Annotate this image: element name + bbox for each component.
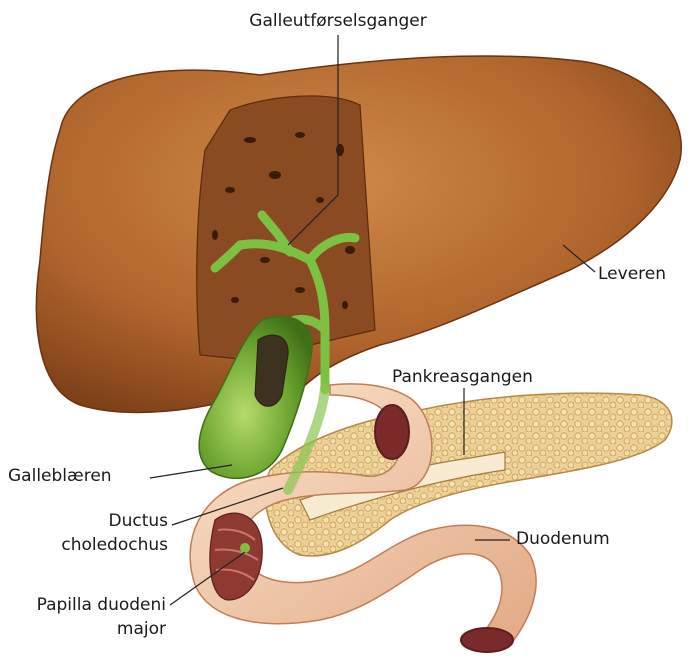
label-bile-ducts: Galleutførselsganger [228,10,448,32]
label-papilla-2: major [0,618,166,640]
label-duodenum: Duodenum [516,528,610,550]
papilla-dot [240,543,250,553]
label-gallbladder: Galleblæren [8,465,112,487]
label-choledochus: choledochus [40,534,168,556]
label-pancreatic-duct: Pankreasgangen [392,366,533,388]
label-ductus: Ductus [40,510,168,532]
label-papilla-1: Papilla duodeni [0,594,166,616]
duodenum-opening-top [375,405,409,459]
duodenum-opening-bottom [461,628,513,652]
label-liver: Leveren [598,263,666,285]
